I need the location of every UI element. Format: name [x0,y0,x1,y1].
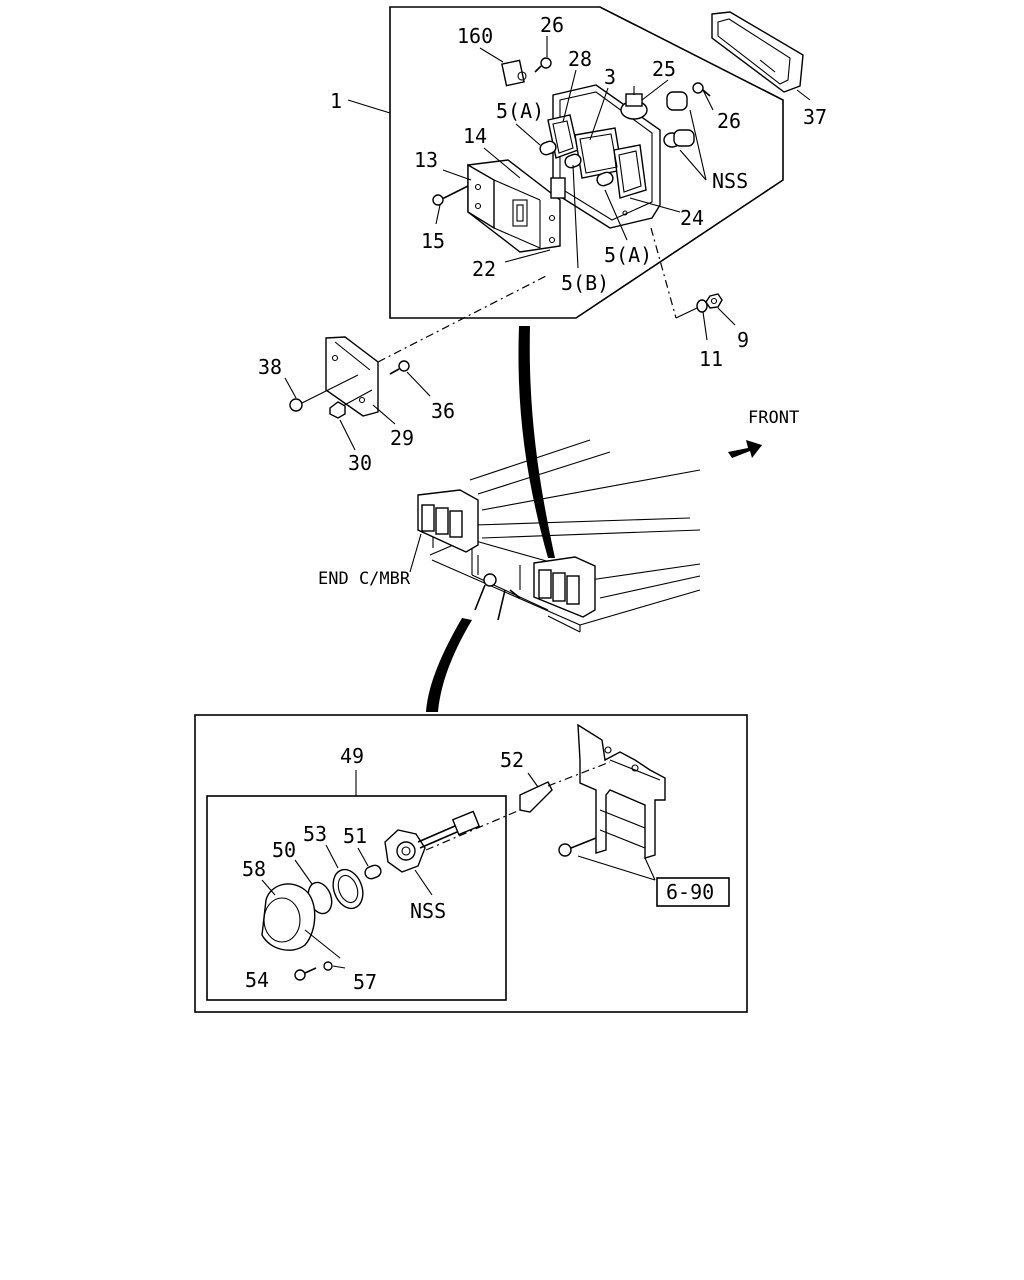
label-3: 3 [604,65,616,89]
socket-nss [663,91,695,148]
socket-25 [620,86,648,120]
label-nss-bottom: NSS [410,899,446,923]
label-nss-top: NSS [712,169,748,193]
label-5b: 5(B) [561,271,609,295]
label-36: 36 [431,399,455,423]
label-50: 50 [272,838,296,862]
label-14: 14 [463,124,487,148]
clip-160 [501,59,527,87]
lamp-lens-cover [467,159,566,253]
label-9: 9 [737,328,749,352]
label-29: 29 [390,426,414,450]
label-end-c-mbr: END C/MBR [318,569,411,589]
vehicle-frame [429,439,701,633]
label-38: 38 [258,355,282,379]
label-52: 52 [500,748,524,772]
label-54: 54 [245,968,269,992]
screw-26-right [692,82,711,97]
label-1: 1 [330,89,342,113]
label-15: 15 [421,229,445,253]
label-49: 49 [340,744,364,768]
endcmbr-leader [409,533,422,573]
lamp-body-nss [384,809,521,896]
part-37 [711,11,811,101]
gasket-53 [325,844,364,910]
label-22: 22 [472,257,496,281]
callout-arrow-lower [426,618,472,712]
label-57: 57 [353,970,377,994]
assembly-frame [389,6,784,319]
label-13: 13 [414,148,438,172]
label-11: 11 [699,347,723,371]
license-bracket [577,723,666,859]
bulbs [539,140,614,187]
label-front: FRONT [748,408,799,428]
bulb-51 [357,847,382,880]
rear-lamp-assembly-group [347,6,811,319]
label-37: 37 [803,105,827,129]
bolt-6-90 [558,837,656,881]
vehicle-license-bracket [474,573,521,621]
screw-26-top [534,57,552,73]
label-30: 30 [348,451,372,475]
vehicle-lamp-left [417,489,479,553]
vehicle-lamp-right [533,556,596,618]
label-26-top: 26 [540,13,564,37]
cover-58 [261,879,316,951]
callout-arrow-upper [518,326,555,558]
lamp-housing [547,84,661,229]
label-25: 25 [652,57,676,81]
front-arrow [728,440,762,458]
bracket-29 [284,275,547,451]
label-28: 28 [568,47,592,71]
label-58: 58 [242,857,266,881]
label-24: 24 [680,206,704,230]
screw-15 [432,185,469,206]
label-26-right: 26 [717,109,741,133]
leaders-top [435,36,714,269]
license-lamp-frame [194,714,748,1013]
labels: 1 160 26 28 3 25 26 37 5(A) 14 13 NSS 15… [242,13,827,994]
label-5a-upper: 5(A) [496,99,544,123]
label-53: 53 [303,822,327,846]
screw-54-washer-57 [294,929,346,981]
label-5a-lower: 5(A) [604,243,652,267]
label-160: 160 [457,24,493,48]
label-6-90-box [656,877,730,907]
grommet-52 [519,761,611,813]
label-6-90: 6-90 [666,880,714,904]
label-51: 51 [343,824,367,848]
nut-washer-9-11 [650,227,736,341]
